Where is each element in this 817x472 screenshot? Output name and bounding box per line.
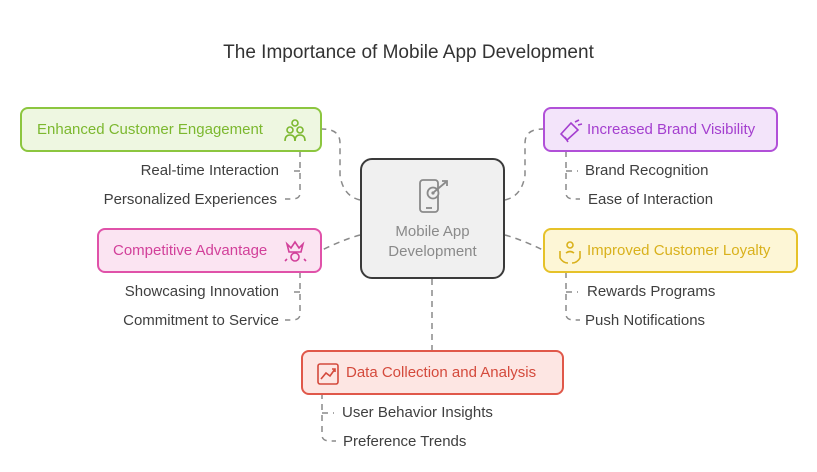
node-label: Enhanced Customer Engagement: [37, 121, 263, 138]
node-increased-brand-visibility: Increased Brand Visibility: [543, 107, 778, 152]
center-node: Mobile App Development: [360, 158, 505, 279]
sub-item-rewards-programs: Rewards Programs: [587, 283, 716, 300]
node-improved-customer-loyalty: Improved Customer Loyalty: [543, 228, 798, 273]
chart-icon: [315, 361, 341, 391]
node-data-collection-and-analysis: Data Collection and Analysis: [301, 350, 564, 395]
sub-item-real-time-interaction: Real-time Interaction: [140, 162, 279, 179]
center-label-line2: Development: [388, 243, 477, 260]
sub-item-brand-recognition: Brand Recognition: [585, 162, 709, 179]
sub-item-showcasing-innovation: Showcasing Innovation: [124, 283, 279, 300]
center-label-line1: Mobile App: [395, 223, 470, 240]
mobile-target-icon: [418, 178, 450, 221]
node-label: Improved Customer Loyalty: [587, 242, 771, 259]
megaphone-icon: [557, 118, 583, 148]
sub-item-user-behavior-insights: User Behavior Insights: [342, 404, 493, 421]
node-competitive-advantage: Competitive Advantage: [97, 228, 322, 273]
crown-icon: [282, 239, 308, 269]
care-hands-icon: [557, 239, 583, 269]
diagram-title: The Importance of Mobile App Development: [223, 42, 594, 63]
sub-item-push-notifications: Push Notifications: [585, 312, 706, 329]
sub-item-ease-of-interaction: Ease of Interaction: [588, 191, 714, 208]
node-enhanced-customer-engagement: Enhanced Customer Engagement: [20, 107, 322, 152]
sub-item-preference-trends: Preference Trends: [343, 433, 467, 450]
node-label: Increased Brand Visibility: [587, 121, 756, 138]
node-label: Competitive Advantage: [113, 242, 268, 259]
node-label: Data Collection and Analysis: [346, 364, 537, 381]
people-icon: [282, 118, 308, 148]
sub-item-commitment-to-service: Commitment to Service: [123, 312, 279, 329]
sub-item-personalized-experiences: Personalized Experiences: [103, 191, 277, 208]
